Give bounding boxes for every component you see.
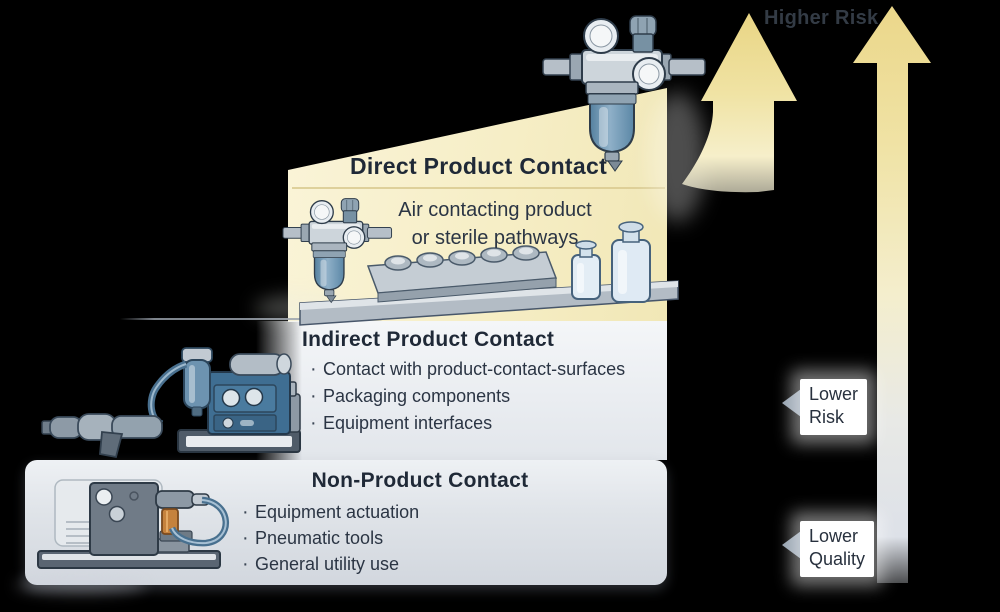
lower-risk-box: Lower Risk xyxy=(800,379,868,435)
left-pointer-icon xyxy=(782,531,801,559)
list-item: · Pneumatic tools xyxy=(242,527,419,553)
lower-risk-line2: Risk xyxy=(809,407,844,427)
left-pointer-icon xyxy=(782,389,801,417)
direct-tier-description: Air contacting product or sterile pathwa… xyxy=(350,196,640,252)
bullet-text: Contact with product-contact-surfaces xyxy=(323,359,626,379)
bullet-dot: · xyxy=(310,358,317,380)
tier-step-line xyxy=(120,318,310,320)
lower-quality-line1: Lower xyxy=(809,526,859,546)
list-item: · General utility use xyxy=(242,553,419,579)
lower-quality-line2: Quality xyxy=(809,549,866,569)
bullet-text: Pneumatic tools xyxy=(255,528,384,548)
watercolor-wisp xyxy=(16,576,146,594)
bullet-dot: · xyxy=(310,412,317,434)
bullet-text: General utility use xyxy=(255,554,400,574)
non-product-tier-title: Non-Product Contact xyxy=(311,469,529,492)
watercolor-wisp xyxy=(255,295,345,321)
list-item: · Packaging components xyxy=(310,385,625,412)
indirect-bullet-list: · Contact with product-contact-surfaces … xyxy=(310,358,625,439)
direct-tier-title: Direct Product Contact xyxy=(349,153,608,179)
list-item: · Equipment interfaces xyxy=(310,412,625,439)
non-product-bullet-list: · Equipment actuation · Pneumatic tools … xyxy=(242,501,419,579)
direct-desc-line1: Air contacting product xyxy=(398,199,592,221)
pneumatic-tool-icon xyxy=(41,413,163,459)
direct-desc-line2: or sterile pathways xyxy=(411,227,579,249)
bullet-dot: · xyxy=(242,527,249,549)
indirect-tier-title: Indirect Product Contact xyxy=(302,328,555,351)
higher-risk-label: Higher Risk xyxy=(764,7,879,29)
lower-quality-box: Lower Quality xyxy=(800,521,875,577)
bullet-text: Equipment interfaces xyxy=(323,413,493,433)
tier-direct-separator xyxy=(292,187,665,189)
bullet-dot: · xyxy=(242,553,249,575)
list-item: · Equipment actuation xyxy=(242,501,419,527)
bullet-dot: · xyxy=(242,501,249,523)
list-item: · Contact with product-contact-surfaces xyxy=(310,358,625,385)
bullet-dot: · xyxy=(310,385,317,407)
tier-indirect-panel xyxy=(256,321,667,460)
lower-risk-line1: Lower xyxy=(809,384,859,404)
up-arrow-long xyxy=(853,6,931,583)
bullet-text: Equipment actuation xyxy=(255,502,420,522)
bullet-text: Packaging components xyxy=(323,386,511,406)
